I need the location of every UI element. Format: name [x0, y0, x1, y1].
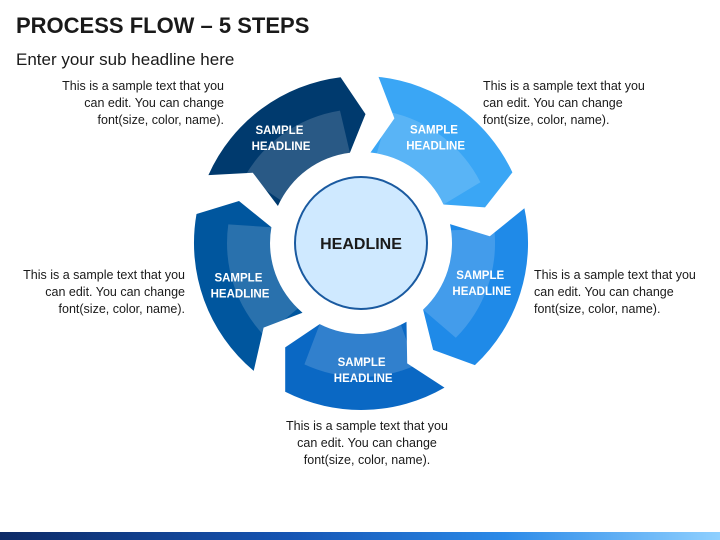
segment-headline-line-1: SAMPLE: [255, 125, 303, 137]
segment-headline-line-2: HEADLINE: [452, 286, 511, 298]
segment-headline-step-2: SAMPLE HEADLINE: [406, 125, 465, 153]
step-5-description: This is a sample text that you can edit.…: [23, 267, 185, 318]
step-4-description: This is a sample text that you can edit.…: [267, 418, 467, 469]
segment-step-1: SAMPLE HEADLINE: [208, 77, 366, 206]
text-line: This is a sample text that you: [483, 79, 645, 93]
text-line: can edit. You can change: [84, 96, 224, 110]
segment-headline-line-1: SAMPLE: [456, 270, 504, 282]
text-line: This is a sample text that you: [534, 268, 696, 282]
segment-headline-step-1: SAMPLE HEADLINE: [252, 125, 311, 153]
text-line: font(size, color, name).: [483, 113, 610, 127]
segment-step-3: SAMPLE HEADLINE: [423, 208, 529, 366]
segment-step-2: SAMPLE HEADLINE: [370, 76, 513, 208]
arrow-segment-step-1: [208, 77, 366, 206]
segment-headline-step-3: SAMPLE HEADLINE: [452, 270, 511, 298]
page-title: PROCESS FLOW – 5 STEPS: [16, 13, 310, 38]
segment-headline-line-2: HEADLINE: [252, 141, 311, 153]
text-line: font(size, color, name).: [97, 113, 224, 127]
arrow-segment-step-4: [285, 321, 445, 410]
text-line: font(size, color, name).: [534, 302, 661, 316]
text-line: This is a sample text that you: [62, 79, 224, 93]
text-line: can edit. You can change: [483, 96, 623, 110]
segment-headline-line-1: SAMPLE: [410, 125, 458, 137]
segment-highlight-step-2: [376, 111, 481, 205]
segment-headline-line-1: SAMPLE: [214, 273, 262, 285]
bottom-accent-bar: [0, 532, 720, 540]
text-line: can edit. You can change: [534, 285, 674, 299]
segment-headline-line-2: HEADLINE: [406, 141, 465, 153]
segment-headline-line-2: HEADLINE: [334, 373, 393, 385]
segment-headline-line-1: SAMPLE: [338, 357, 386, 369]
step-1-description: This is a sample text that you can edit.…: [62, 78, 224, 129]
arrow-segment-step-3: [423, 208, 529, 366]
center-circle: [294, 176, 428, 310]
center-headline: HEADLINE: [320, 236, 402, 253]
segment-headline-step-4: SAMPLE HEADLINE: [334, 357, 393, 385]
text-line: This is a sample text that you: [286, 419, 448, 433]
text-line: can edit. You can change: [297, 436, 437, 450]
segment-highlight-step-3: [423, 229, 496, 338]
text-line: font(size, color, name).: [58, 302, 185, 316]
text-line: can edit. You can change: [45, 285, 185, 299]
segment-headline-line-2: HEADLINE: [211, 289, 270, 301]
segment-highlight-step-1: [245, 110, 350, 201]
step-2-description: This is a sample text that you can edit.…: [483, 78, 645, 129]
text-line: font(size, color, name).: [303, 453, 431, 467]
segment-highlight-step-4: [304, 324, 416, 377]
segment-step-4: SAMPLE HEADLINE: [285, 321, 445, 410]
text-line: This is a sample text that you: [23, 268, 185, 282]
segment-step-5: SAMPLE HEADLINE: [193, 201, 303, 371]
segment-highlight-step-5: [226, 224, 298, 337]
page-subtitle: Enter your sub headline here: [16, 50, 235, 69]
arrow-segment-step-5: [193, 201, 303, 371]
step-3-description: This is a sample text that you can edit.…: [534, 267, 696, 318]
arrow-segment-step-2: [370, 76, 513, 208]
segment-headline-step-5: SAMPLE HEADLINE: [211, 273, 270, 301]
